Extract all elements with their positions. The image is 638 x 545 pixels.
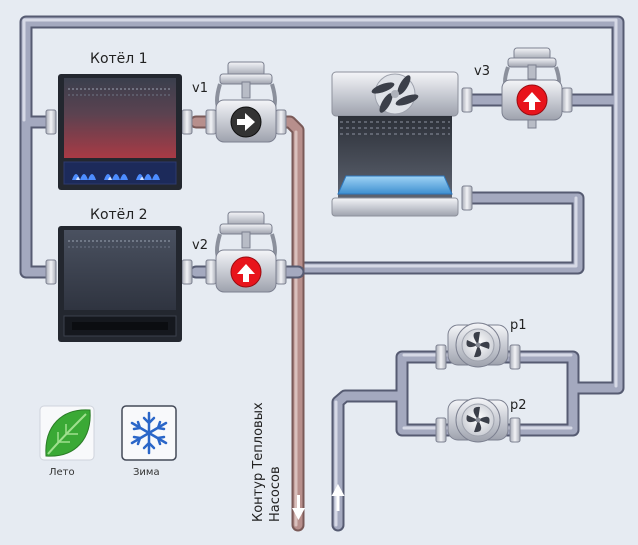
- valve-v2[interactable]: [215, 211, 277, 293]
- impeller-icon: [466, 331, 490, 358]
- boiler-1[interactable]: [58, 74, 182, 190]
- boiler-2[interactable]: [58, 226, 182, 342]
- mode-winter-button[interactable]: [121, 405, 177, 461]
- flow-in-arrow: [331, 484, 345, 511]
- circuit-label-line1: Контур Тепловых: [251, 402, 266, 522]
- boiler-1-title: Котёл 1: [90, 51, 148, 67]
- valve-v3[interactable]: [501, 47, 563, 129]
- pump-p2-label: p2: [510, 398, 527, 413]
- cooling-tower[interactable]: [331, 71, 459, 217]
- boiler-2-title: Котёл 2: [90, 207, 148, 223]
- valve-v2-label: v2: [192, 238, 208, 253]
- valve-v1[interactable]: [215, 61, 277, 143]
- pump-p2[interactable]: [447, 397, 509, 443]
- snowflake-icon: [130, 411, 168, 455]
- valve-v3-label: v3: [474, 64, 490, 79]
- pipe-flanges: [45, 87, 573, 443]
- burner-flames: [72, 174, 160, 180]
- circuit-label-line2: Насосов: [268, 466, 283, 522]
- pump-p1[interactable]: [447, 322, 509, 368]
- valve-v1-label: v1: [192, 81, 208, 96]
- mode-summer-label: Лето: [49, 467, 75, 478]
- flow-out-arrow: [292, 495, 305, 520]
- fan-icon: [371, 75, 419, 113]
- pump-p1-label: p1: [510, 318, 527, 333]
- impeller-icon: [466, 406, 490, 433]
- mode-summer-button[interactable]: [39, 405, 95, 461]
- circuit-label: Контур Тепловых Насосов: [250, 402, 284, 522]
- leaf-icon: [45, 409, 91, 457]
- mode-winter-label: Зима: [133, 467, 160, 478]
